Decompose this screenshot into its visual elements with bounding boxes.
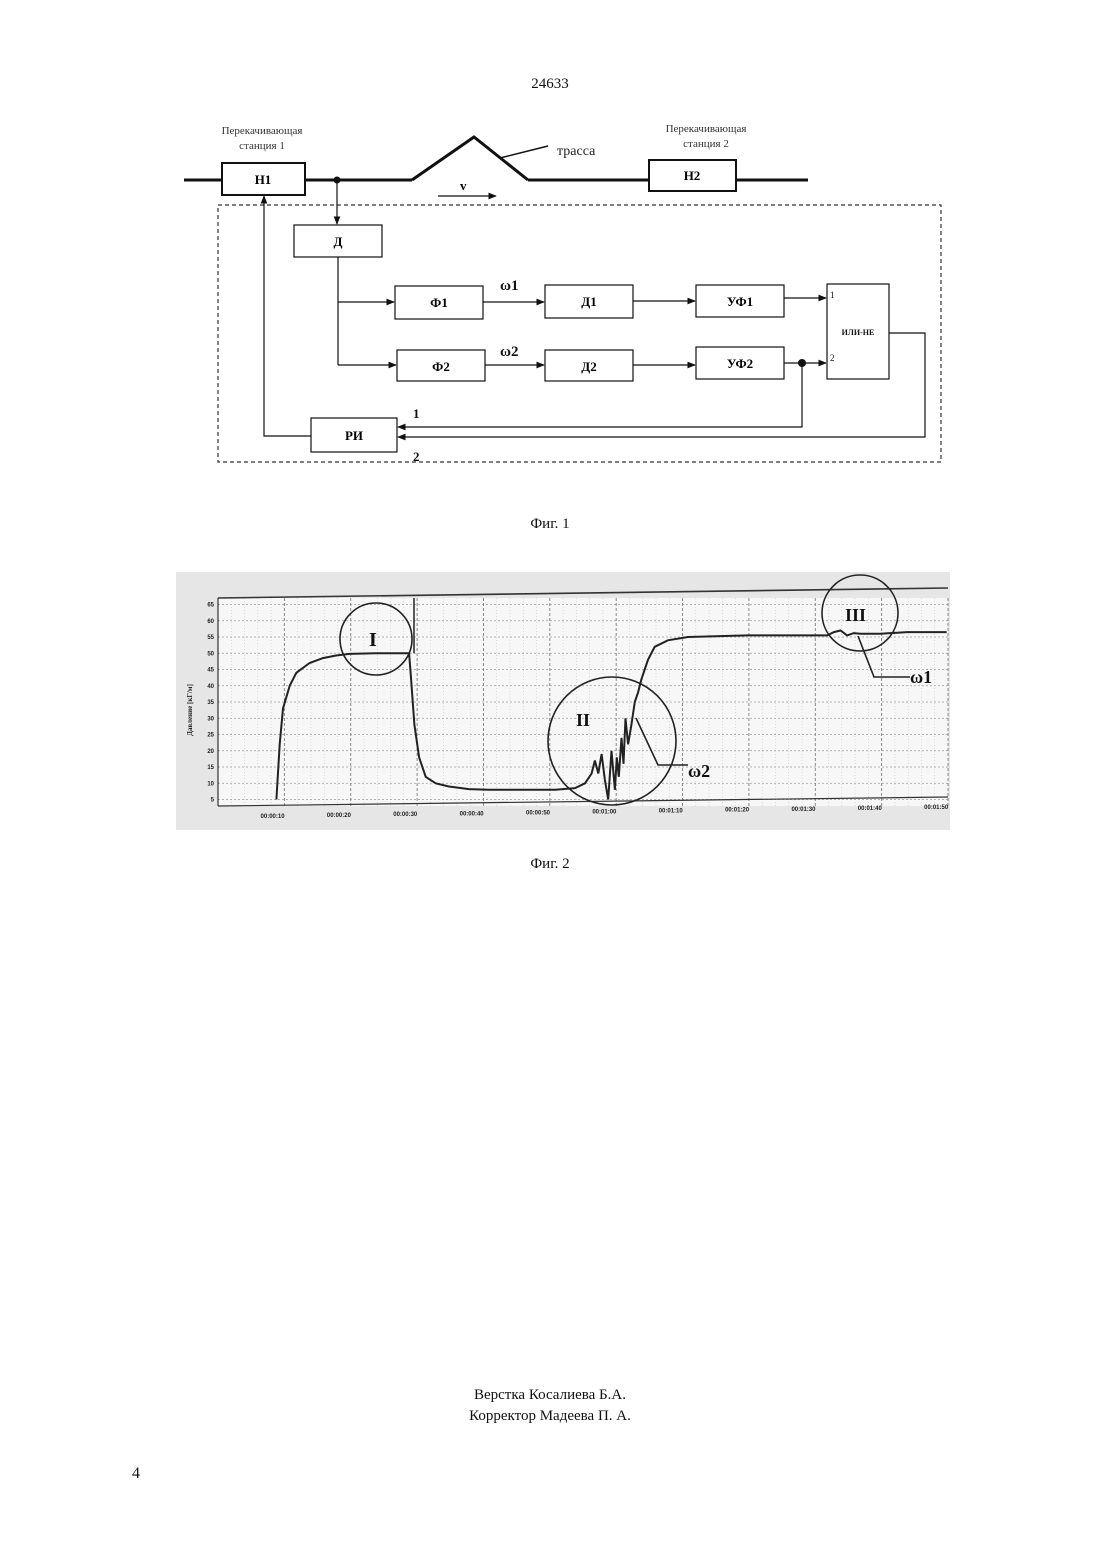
y-tick-label: 20 — [207, 749, 214, 755]
x-tick-label: 00:01:20 — [725, 808, 750, 814]
figure-2-pressure-chart: Давление [кГ/м] 510152025303540455055606… — [176, 572, 950, 830]
x-tick-label: 00:01:30 — [791, 807, 816, 813]
x-tick-label: 00:00:40 — [460, 811, 485, 817]
x-tick-label: 00:01:40 — [858, 806, 883, 812]
block-uf1-label: УФ1 — [727, 294, 753, 309]
w1-pointer-label: ω1 — [910, 667, 932, 687]
region-iii-label: III — [845, 605, 866, 625]
x-tick-label: 00:01:10 — [659, 809, 684, 815]
station1-label-line2: станция 1 — [239, 140, 285, 152]
y-tick-label: 45 — [207, 668, 214, 674]
block-n2-label: Н2 — [684, 168, 701, 183]
station2-label-line1: Перекачивающая — [666, 123, 747, 135]
w2-pointer-label: ω2 — [688, 761, 710, 781]
signal-w2-label: ω2 — [500, 344, 518, 360]
block-nor-label: ИЛИ-НЕ — [842, 328, 875, 337]
y-tick-label: 65 — [207, 603, 214, 609]
x-tick-label: 00:01:00 — [592, 810, 617, 816]
block-d-label: Д — [334, 234, 343, 249]
x-tick-label: 00:00:10 — [261, 814, 286, 820]
y-tick-label: 25 — [207, 733, 214, 739]
region-ii-label: II — [576, 710, 590, 730]
signal-w1-label: ω1 — [500, 278, 518, 294]
route-label: трасса — [557, 144, 596, 159]
credit-layout: Верстка Косалиева Б.А. — [0, 1385, 1100, 1406]
y-tick-label: 40 — [207, 684, 214, 690]
x-tick-label: 00:01:50 — [924, 805, 949, 811]
station2-label-line2: станция 2 — [683, 138, 729, 150]
y-axis-label: Давление [кГ/м] — [186, 684, 194, 736]
document-number: 24633 — [0, 76, 1100, 93]
page-number: 4 — [132, 1465, 140, 1483]
nor-input-2-label: 2 — [830, 353, 835, 363]
x-tick-label: 00:00:30 — [393, 812, 418, 818]
block-ri-label: РИ — [345, 428, 363, 443]
figure-1-caption: Фиг. 1 — [0, 516, 1100, 533]
credit-proofreader: Корректор Мадеева П. А. — [0, 1406, 1100, 1427]
uf2-branch-node — [798, 359, 806, 367]
y-tick-label: 55 — [207, 635, 214, 641]
y-tick-label: 60 — [207, 619, 214, 625]
x-tick-label: 00:00:20 — [327, 813, 352, 819]
route-pointer — [500, 146, 548, 158]
y-tick-label: 15 — [207, 765, 214, 771]
y-tick-label: 10 — [207, 781, 214, 787]
block-d2-label: Д2 — [581, 359, 596, 374]
station1-label-line1: Перекачивающая — [222, 125, 303, 137]
block-f1-label: Ф1 — [430, 295, 448, 310]
y-tick-label: 30 — [207, 716, 214, 722]
ri-input-2-label: 2 — [413, 449, 420, 464]
region-i-label: I — [369, 629, 377, 651]
x-tick-label: 00:00:50 — [526, 810, 551, 816]
block-uf2-label: УФ2 — [727, 356, 753, 371]
figure-2-caption: Фиг. 2 — [0, 856, 1100, 873]
block-f2-label: Ф2 — [432, 359, 450, 374]
ri-input-1-label: 1 — [413, 406, 420, 421]
block-d1-label: Д1 — [581, 294, 596, 309]
figure-1-block-diagram: v Перекачивающая станция 1 Перекачивающа… — [170, 105, 960, 490]
credits: Верстка Косалиева Б.А. Корректор Мадеева… — [0, 1385, 1100, 1427]
nor-input-1-label: 1 — [830, 290, 835, 300]
y-tick-label: 35 — [207, 700, 214, 706]
block-n1-label: Н1 — [255, 172, 272, 187]
y-tick-label: 50 — [207, 651, 214, 657]
velocity-label: v — [460, 178, 467, 193]
